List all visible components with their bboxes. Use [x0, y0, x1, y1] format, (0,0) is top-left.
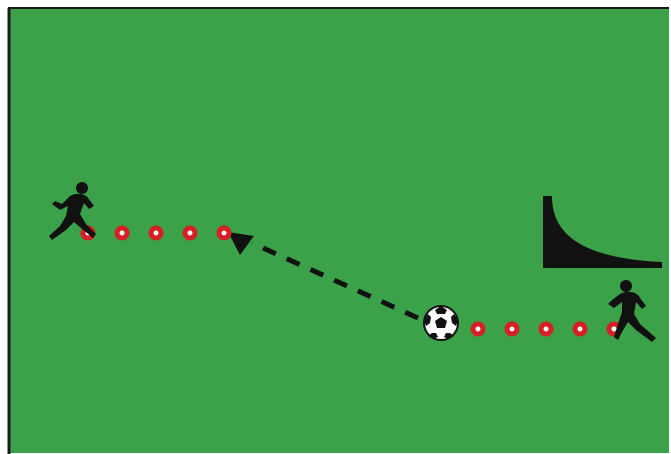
- cone-icon: [505, 322, 520, 337]
- cone-icon: [149, 226, 164, 241]
- cone-icon: [183, 226, 198, 241]
- cone-icon: [217, 226, 232, 241]
- cone-icon: [539, 322, 554, 337]
- cone-icon: [115, 226, 130, 241]
- cone-icon: [471, 322, 486, 337]
- soccer-ball-icon: [424, 306, 458, 340]
- cone-icon: [573, 322, 588, 337]
- pitch: [9, 9, 669, 453]
